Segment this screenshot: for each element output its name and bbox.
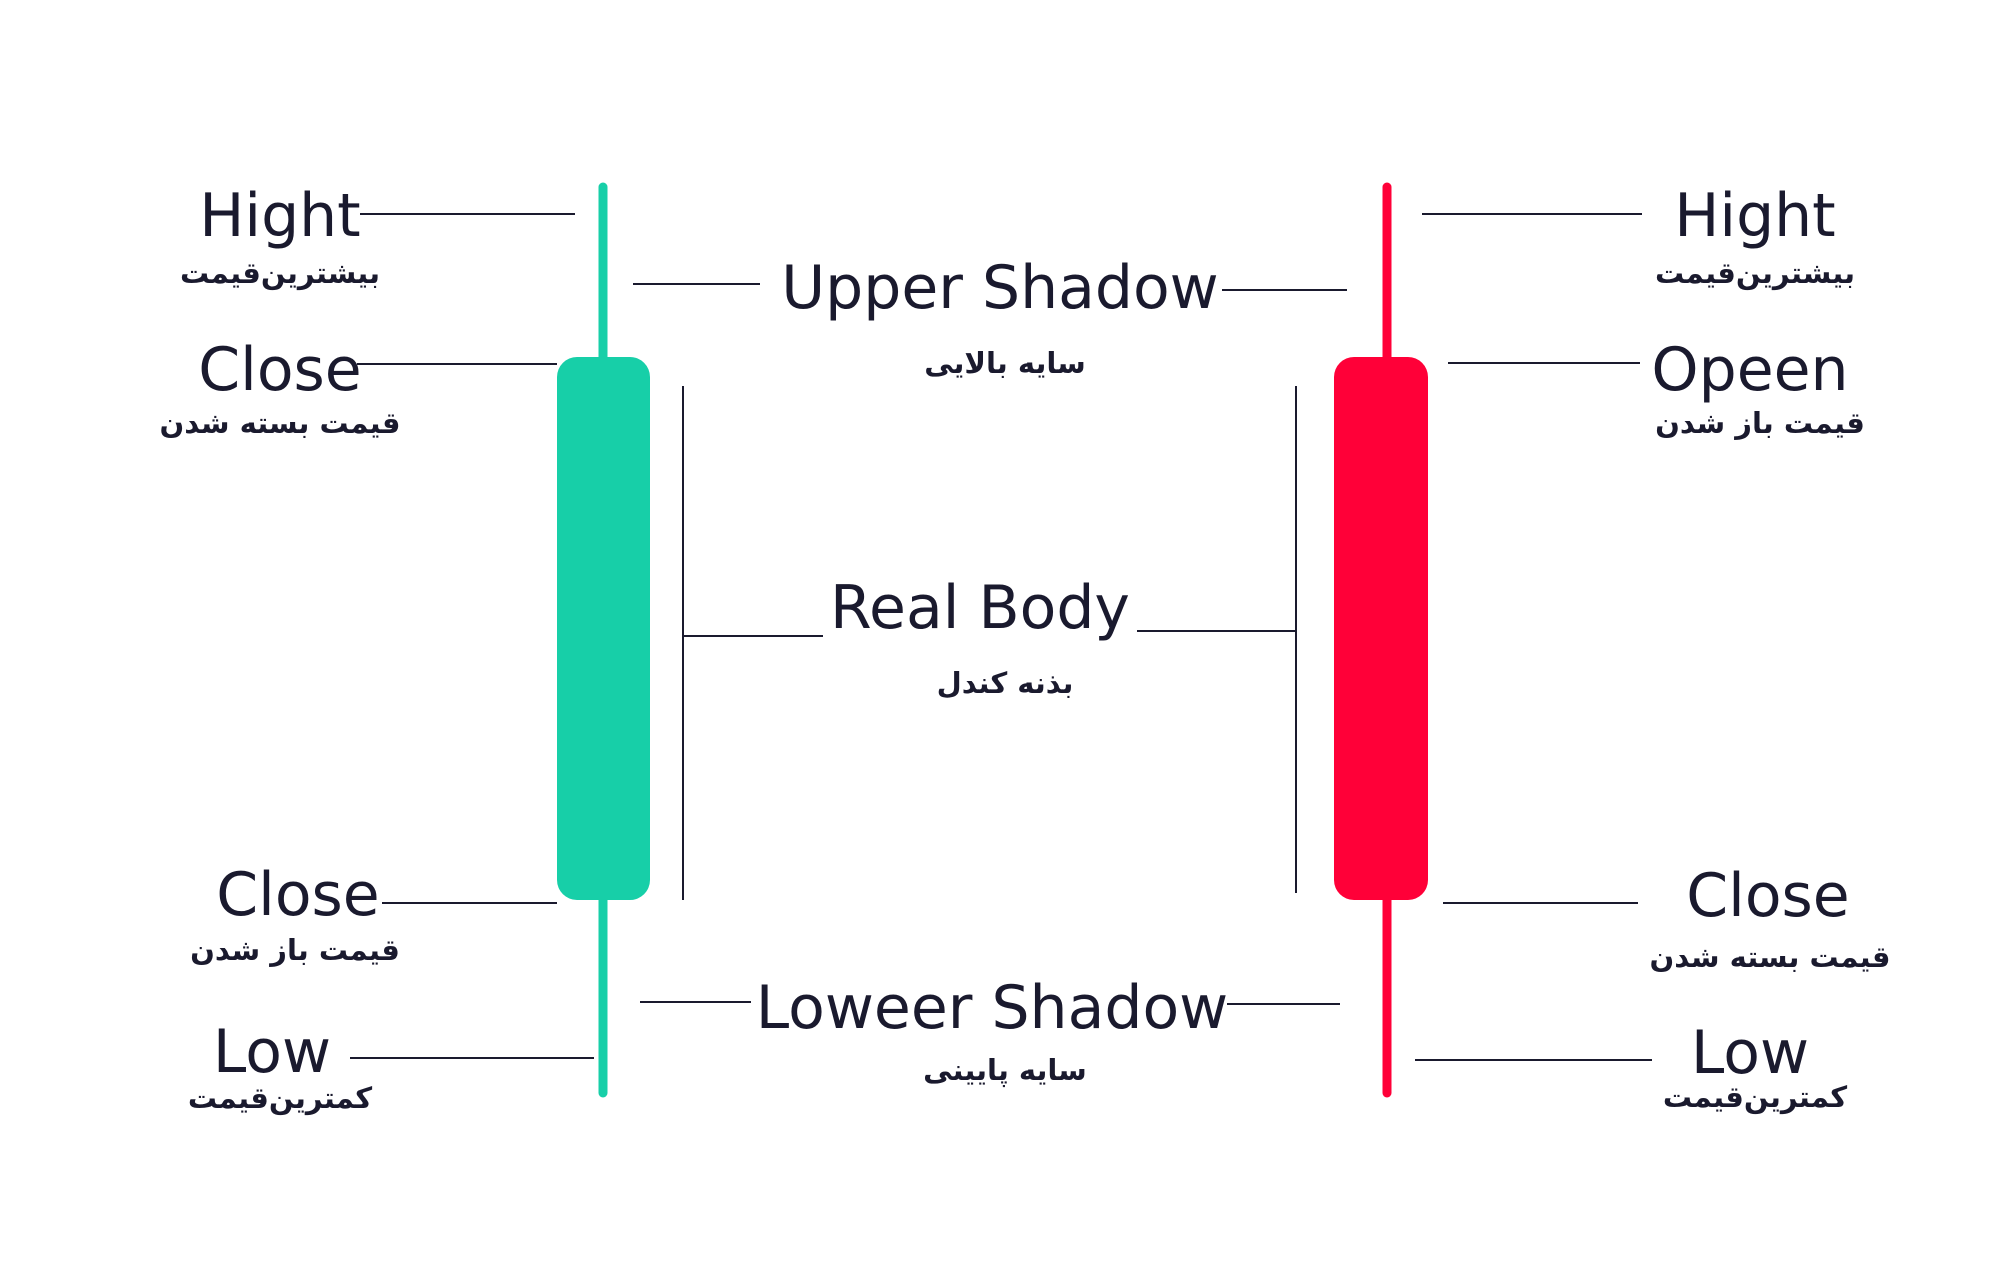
upper-shadow-label: Upper Shadow bbox=[781, 253, 1219, 323]
bearish-low-fa: کمترین‌قیمت bbox=[1662, 1080, 1848, 1114]
lower-shadow-label: Loweer Shadow bbox=[755, 973, 1229, 1043]
bullish-close-fa: قیمت بسته شدن bbox=[159, 406, 401, 440]
bearish-low-label: Low bbox=[1690, 1018, 1810, 1088]
bearish-high-fa: بیشترین‌قیمت bbox=[1654, 256, 1856, 290]
bullish-open-label: Close bbox=[216, 860, 380, 930]
bearish-close-fa: قیمت بسته شدن bbox=[1649, 940, 1891, 974]
lower-shadow-fa: سایه پایینی bbox=[923, 1053, 1087, 1087]
bearish-high-label: Hight bbox=[1674, 181, 1836, 251]
bullish-high-label: Hight bbox=[199, 181, 361, 251]
bullish-high-fa: بیشترین‌قیمت bbox=[179, 256, 381, 290]
bearish-open-label: Opeen bbox=[1651, 335, 1849, 405]
real-body-fa: بذنه کندل bbox=[936, 666, 1074, 700]
bullish-close-label: Close bbox=[198, 335, 362, 405]
real-body-label: Real Body bbox=[830, 573, 1130, 643]
bullish-low-label: Low bbox=[212, 1017, 332, 1087]
bullish-body bbox=[557, 357, 650, 900]
upper-shadow-fa: سایه بالایی bbox=[924, 346, 1086, 380]
bearish-open-fa: قیمت باز شدن bbox=[1655, 406, 1865, 440]
bullish-low-fa: کمترین‌قیمت bbox=[187, 1081, 373, 1115]
bearish-close-label: Close bbox=[1686, 861, 1850, 931]
bearish-body bbox=[1334, 357, 1428, 900]
bullish-open-fa: قیمت باز شدن bbox=[190, 933, 400, 967]
